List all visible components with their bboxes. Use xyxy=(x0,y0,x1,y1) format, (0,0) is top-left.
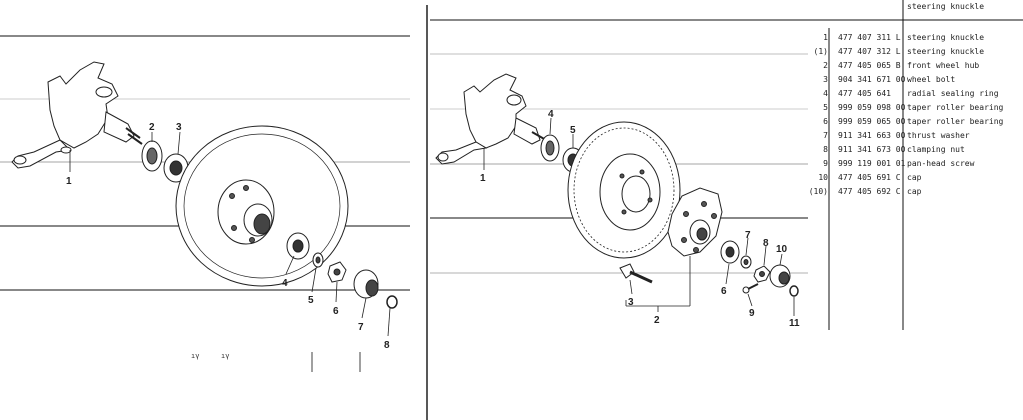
row-index: 8 xyxy=(823,145,828,154)
left-callout-5: 5 xyxy=(308,295,314,306)
row-index: 7 xyxy=(823,131,828,140)
row-part-number: 477 405 691 C xyxy=(838,173,901,182)
right-leaders xyxy=(483,117,795,316)
right-callout-2: 2 xyxy=(654,315,660,326)
row-description: cap xyxy=(907,187,922,196)
left-callout-2: 2 xyxy=(149,122,155,133)
row-index: 3 xyxy=(823,75,828,84)
row-index: 10 xyxy=(818,173,828,182)
margin-mark-1: ıγ xyxy=(191,352,200,360)
row-part-number: 911 341 673 00 xyxy=(838,145,906,154)
row-index: (1) xyxy=(813,47,828,56)
left-clip xyxy=(386,295,398,309)
left-callouts: 1 2 3 4 5 6 7 8 xyxy=(66,122,390,351)
left-callout-8: 8 xyxy=(384,340,390,351)
left-steering-knuckle xyxy=(11,61,143,169)
left-bearing xyxy=(163,153,189,183)
row-description: taper roller bearing xyxy=(907,103,1004,112)
row-description: steering knuckle xyxy=(907,47,985,56)
right-callout-1: 1 xyxy=(480,173,486,184)
left-callout-3: 3 xyxy=(176,122,182,133)
row-part-number: 477 407 311 L xyxy=(838,33,901,42)
left-diagram xyxy=(11,61,398,337)
right-screw xyxy=(742,283,759,294)
left-callout-4: 4 xyxy=(282,278,288,289)
right-washer xyxy=(740,255,752,269)
row-part-number: 999 119 001 01 xyxy=(838,159,906,168)
right-callouts: 1 2 3 4 5 6 7 8 9 10 11 xyxy=(480,109,800,329)
row-description: clamping nut xyxy=(907,145,965,154)
left-sealing-ring xyxy=(141,140,163,172)
row-index: 2 xyxy=(823,61,828,70)
right-wheel-hub xyxy=(667,187,723,257)
row-description: pan-head screw xyxy=(907,159,975,168)
row-index: 4 xyxy=(823,89,828,98)
row-description: thrust washer xyxy=(907,131,970,140)
left-cap xyxy=(353,269,379,299)
row-part-number: 999 059 098 00 xyxy=(838,103,906,112)
row-part-number: 904 341 671 00 xyxy=(838,75,906,84)
row-description: radial sealing ring xyxy=(907,89,999,98)
left-callout-7: 7 xyxy=(358,322,364,333)
row-index: 9 xyxy=(823,159,828,168)
right-nut xyxy=(753,265,771,283)
row-part-number: 911 341 663 00 xyxy=(838,131,906,140)
right-callout-8: 8 xyxy=(763,238,769,249)
left-callout-1: 1 xyxy=(66,176,72,187)
right-callout-9: 9 xyxy=(749,308,755,319)
right-callout-3: 3 xyxy=(628,297,634,308)
row-index: (10) xyxy=(808,187,828,196)
row-part-number: 477 405 692 C xyxy=(838,187,901,196)
right-sealing-ring xyxy=(540,134,560,162)
table-header: steering knuckle xyxy=(907,2,985,11)
right-callout-6: 6 xyxy=(721,286,727,297)
row-part-number: 999 059 065 00 xyxy=(838,117,906,126)
right-callout-7: 7 xyxy=(745,230,751,241)
right-callout-10: 10 xyxy=(776,244,788,255)
left-callout-6: 6 xyxy=(333,306,339,317)
row-index: 5 xyxy=(823,103,828,112)
row-part-number: 477 405 641 xyxy=(838,89,891,98)
right-cap xyxy=(769,264,791,288)
left-washer xyxy=(312,252,324,268)
left-nut xyxy=(327,261,347,283)
right-steering-knuckle xyxy=(435,73,547,165)
right-callout-4: 4 xyxy=(548,109,554,120)
right-outer-bearing xyxy=(720,240,740,264)
row-part-number: 477 407 312 L xyxy=(838,47,901,56)
right-callout-5: 5 xyxy=(570,125,576,136)
left-outer-bearing xyxy=(286,232,310,260)
row-description: cap xyxy=(907,173,922,182)
row-index: 6 xyxy=(823,117,828,126)
right-clip xyxy=(789,285,799,297)
row-index: 1 xyxy=(823,33,828,42)
row-description: steering knuckle xyxy=(907,33,985,42)
right-wheel-bolt xyxy=(619,263,653,284)
right-brake-disc xyxy=(567,121,681,259)
row-part-number: 477 405 065 B xyxy=(838,61,901,70)
row-description: wheel bolt xyxy=(907,75,956,84)
row-description: taper roller bearing xyxy=(907,117,1004,126)
margin-mark-2: ıγ xyxy=(221,352,230,360)
right-callout-11: 11 xyxy=(789,318,800,329)
right-diagram xyxy=(435,73,799,316)
row-description: front wheel hub xyxy=(907,61,980,70)
left-leaders xyxy=(69,131,391,337)
